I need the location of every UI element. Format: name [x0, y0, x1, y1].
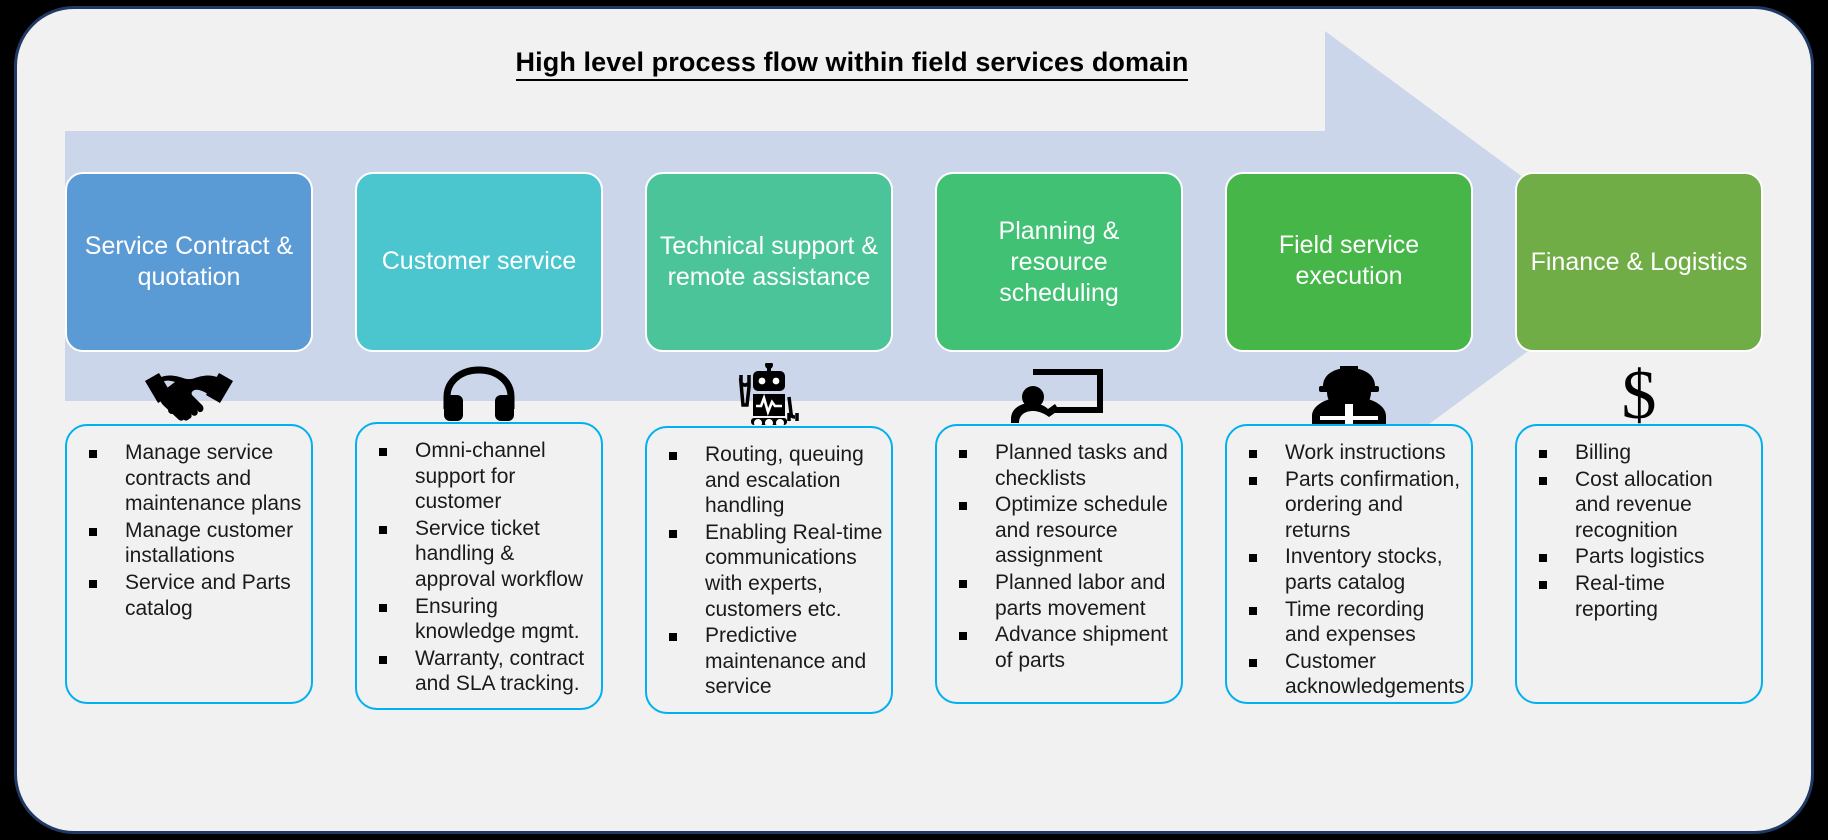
robot-icon [645, 360, 893, 428]
stage-card-technical-support-remote-assistance[interactable]: Technical support & remote assistance [645, 172, 893, 352]
list-item: Enabling Real-time communications with e… [655, 520, 883, 622]
engineer-hardhat-icon [1225, 360, 1473, 428]
list-item: Billing [1525, 440, 1753, 466]
bullet-card: Omni-channel support for customer Servic… [355, 422, 603, 710]
dollar-sign-icon: $ [1515, 360, 1763, 428]
bullet-card: Work instructions Parts confirmation, or… [1225, 424, 1473, 704]
stage-card-finance-logistics[interactable]: Finance & Logistics [1515, 172, 1763, 352]
list-item: Time recording and expenses [1235, 597, 1463, 648]
list-item: Customer acknowledgements [1235, 649, 1465, 700]
list-item: Service and Parts catalog [75, 570, 303, 621]
list-item: Manage customer installations [75, 518, 303, 569]
process-columns: Service Contract & quotation Manage [65, 172, 1805, 831]
list-item: Predictive maintenance and service [655, 623, 883, 700]
stage-card-service-contract-quotation[interactable]: Service Contract & quotation [65, 172, 313, 352]
list-item: Planned tasks and checklists [945, 440, 1173, 491]
stage-label: Technical support & remote assistance [659, 232, 879, 291]
headphones-icon [355, 360, 603, 428]
page-title: High level process flow within field ser… [17, 47, 1687, 81]
list-item: Omni-channel support for customer [365, 438, 593, 515]
process-stage-column: Service Contract & quotation Manage [65, 172, 355, 831]
list-item: Optimize schedule and resource assignmen… [945, 492, 1173, 569]
bullet-list: Work instructions Parts confirmation, or… [1235, 440, 1465, 700]
list-item: Service ticket handling & approval workf… [365, 516, 593, 593]
list-item: Real-time reporting [1525, 571, 1753, 622]
list-item: Cost allocation and revenue recognition [1525, 467, 1753, 544]
bullet-list: Manage service contracts and maintenance… [75, 440, 303, 621]
bullet-card: Routing, queuing and escalation handling… [645, 426, 893, 714]
process-stage-column: Customer service Omni-channel support fo… [355, 172, 645, 831]
list-item: Routing, queuing and escalation handling [655, 442, 883, 519]
process-stage-column: Finance & Logistics $ Billing Cost alloc… [1515, 172, 1805, 831]
stage-card-planning-resource-scheduling[interactable]: Planning & resource scheduling [935, 172, 1183, 352]
stage-label: Service Contract & quotation [84, 232, 294, 291]
stage-label: Customer service [381, 246, 577, 275]
bullet-list: Planned tasks and checklists Optimize sc… [945, 440, 1173, 673]
list-item: Ensuring knowledge mgmt. [365, 594, 593, 645]
list-item: Manage service contracts and maintenance… [75, 440, 303, 517]
list-item: Warranty, contract and SLA tracking. [365, 646, 593, 697]
svg-text:$: $ [1622, 362, 1657, 426]
list-item: Parts confirmation, ordering and returns [1235, 467, 1463, 544]
bullet-card: Manage service contracts and maintenance… [65, 424, 313, 704]
list-item: Parts logistics [1525, 544, 1753, 570]
bullet-list: Omni-channel support for customer Servic… [365, 438, 593, 697]
list-item: Planned labor and parts movement [945, 570, 1173, 621]
list-item: Work instructions [1235, 440, 1463, 466]
process-stage-column: Planning & resource scheduling Planned t… [935, 172, 1225, 831]
bullet-card: Planned tasks and checklists Optimize sc… [935, 424, 1183, 704]
slide-frame: High level process flow within field ser… [14, 6, 1814, 834]
stage-label: Field service execution [1278, 231, 1420, 290]
process-stage-column: Field service execution [1225, 172, 1515, 831]
stage-label: Planning & resource scheduling [998, 216, 1120, 307]
page-title-text: High level process flow within field ser… [515, 47, 1189, 81]
stage-card-field-service-execution[interactable]: Field service execution [1225, 172, 1473, 352]
process-stage-column: Technical support & remote assistance [645, 172, 935, 831]
presentation-person-icon [935, 360, 1183, 428]
bullet-list: Billing Cost allocation and revenue reco… [1525, 440, 1753, 622]
stage-card-customer-service[interactable]: Customer service [355, 172, 603, 352]
stage-label: Finance & Logistics [1530, 247, 1748, 276]
list-item: Inventory stocks, parts catalog [1235, 544, 1463, 595]
bullet-card: Billing Cost allocation and revenue reco… [1515, 424, 1763, 704]
bullet-list: Routing, queuing and escalation handling… [655, 442, 883, 700]
handshake-icon [65, 360, 313, 428]
list-item: Advance shipment of parts [945, 622, 1173, 673]
